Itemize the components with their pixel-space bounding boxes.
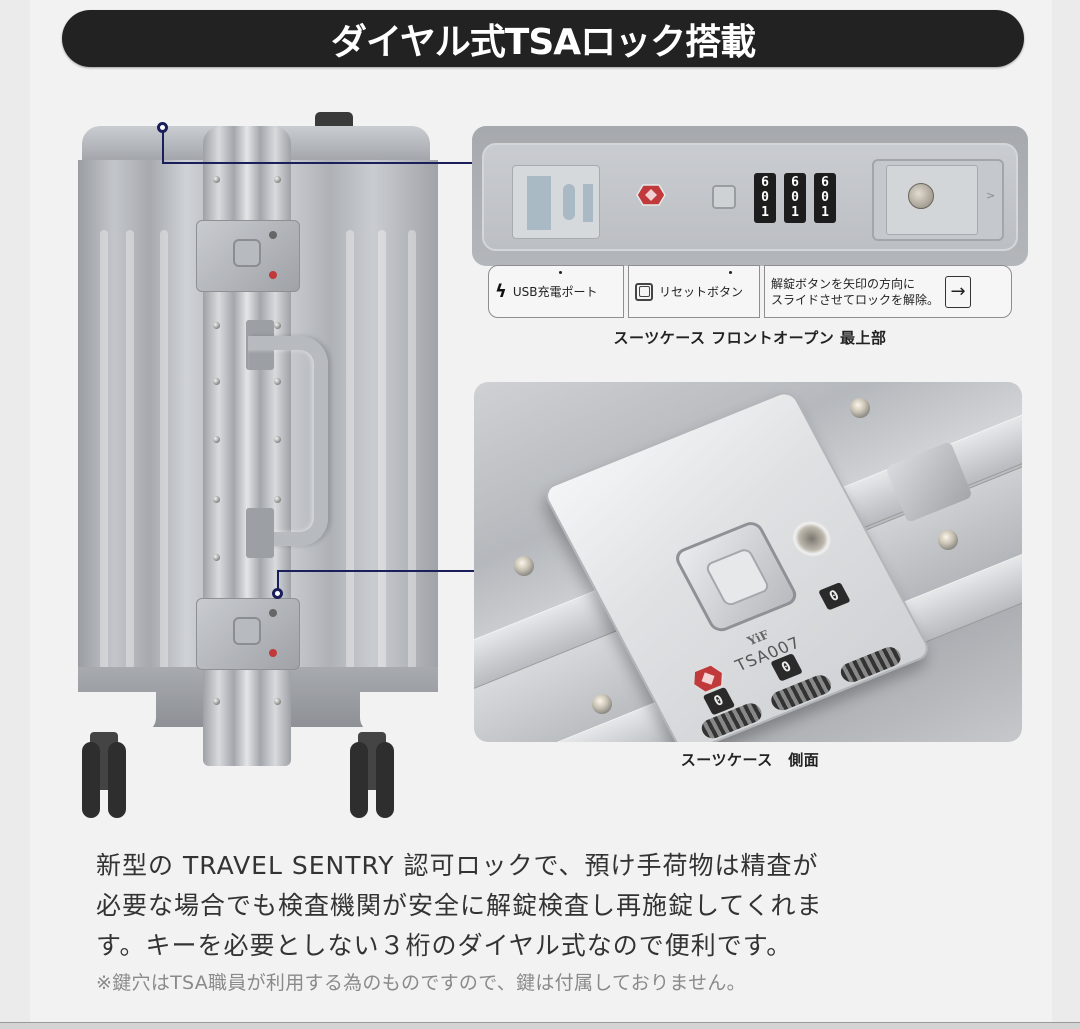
combination-dial-2: 6 0 1	[784, 173, 806, 223]
lock-release-button	[233, 617, 261, 645]
tsa-logo-icon	[692, 663, 724, 694]
telescoping-handle-top	[315, 112, 353, 128]
leader-line	[162, 131, 164, 163]
tsa-logo-icon	[269, 649, 277, 657]
key-cylinder-icon	[908, 183, 934, 209]
callout-reset-button: リセットボタン	[628, 265, 760, 318]
tsa-logo-icon	[269, 271, 277, 279]
rib	[160, 230, 168, 680]
rivet	[274, 436, 281, 443]
callout-release-slider: 解錠ボタンを矢印の方向に スライドさせてロックを解除。 →	[764, 265, 1012, 318]
tsa-logo-icon	[636, 184, 666, 206]
rivet	[213, 322, 220, 329]
leader-line	[277, 570, 279, 590]
dial-digit-3: 0	[818, 582, 851, 611]
wheel-well	[360, 692, 440, 732]
tsa-dial-lock: YiF TSA007 0 0 0	[541, 388, 933, 742]
rivet	[850, 398, 870, 418]
reset-button-icon	[635, 282, 653, 301]
leader-line	[162, 162, 474, 164]
callout-label-line1: 解錠ボタンを矢印の方向に	[771, 276, 916, 291]
rivet	[274, 176, 281, 183]
arrow-icon: >	[986, 189, 996, 202]
description-text: 新型の TRAVEL SENTRY 認可ロックで、預け手荷物は精査が 必要な場合…	[96, 846, 1016, 966]
front-open-top-lock-photo: 6 0 1 6 0 1 6 0 1 >	[472, 126, 1028, 266]
rivet	[514, 556, 534, 576]
callout-label-line2: スライドさせてロックを解除。	[771, 292, 940, 307]
rivet	[274, 322, 281, 329]
usb-port-cover	[512, 165, 600, 239]
combination-dial-3: 6 0 1	[814, 173, 836, 223]
rib	[378, 230, 386, 680]
tsa-keyhole-icon	[785, 514, 839, 563]
combination-dial-1: 6 0 1	[754, 173, 776, 223]
rivet	[213, 698, 220, 705]
lightning-bolt-icon: ϟ	[495, 281, 507, 302]
rivet	[274, 698, 281, 705]
caption-side: スーツケース 側面	[680, 751, 820, 769]
lock-release-button	[233, 239, 261, 267]
footnote: ※鍵穴はTSA職員が利用する為のものですので、鍵は付属しておりません。	[96, 972, 746, 994]
rivet	[213, 436, 220, 443]
lock-plate: 6 0 1 6 0 1 6 0 1 >	[482, 143, 1018, 251]
rivet	[213, 554, 220, 561]
feature-callouts: ϟ USB充電ポート リセットボタン 解錠ボタンを矢印の方向に スライドさせてロ…	[488, 265, 1012, 318]
lower-tsa-lock	[196, 598, 300, 670]
keyhole	[269, 231, 277, 239]
rivet	[213, 378, 220, 385]
keyhole	[269, 609, 277, 617]
bottom-divider	[0, 1022, 1080, 1029]
description-line: 新型の TRAVEL SENTRY 認可ロックで、預け手荷物は精査が	[96, 851, 819, 880]
rib	[346, 230, 354, 680]
reset-button	[712, 185, 736, 209]
rivet	[274, 496, 281, 503]
rib	[408, 230, 416, 680]
side-lock-closeup-photo: YiF TSA007 0 0 0	[474, 382, 1022, 742]
wheel-left	[82, 732, 126, 822]
suitcase-front-image	[76, 112, 440, 822]
caption-front-top: スーツケース フロントオープン 最上部	[613, 329, 887, 347]
rib	[100, 230, 108, 680]
tsa-key-lock-slider: >	[872, 159, 1004, 241]
title-banner: ダイヤル式TSAロック搭載	[62, 10, 1024, 67]
side-handle-mount	[246, 508, 274, 558]
rivet	[938, 530, 958, 550]
rib	[126, 230, 134, 680]
lock-release-button	[671, 518, 801, 635]
leader-line	[277, 570, 474, 572]
description-line: 必要な場合でも検査機関が安全に解錠検査し再施錠してくれま	[96, 891, 823, 920]
callout-label: リセットボタン	[659, 285, 744, 299]
slide-release-icon: →	[945, 275, 972, 308]
callout-label: USB充電ポート	[512, 285, 598, 299]
rivet	[274, 378, 281, 385]
callout-usb-port: ϟ USB充電ポート	[488, 265, 624, 318]
rivet	[213, 496, 220, 503]
upper-tsa-lock	[196, 220, 300, 292]
page-title: ダイヤル式TSAロック搭載	[330, 21, 756, 63]
rivet	[592, 694, 612, 714]
wheel-right	[350, 732, 394, 822]
wheel-well	[76, 692, 156, 732]
rivet	[213, 176, 220, 183]
description-line: す。キーを必要としない３桁のダイヤル式なので便利です。	[96, 931, 793, 960]
